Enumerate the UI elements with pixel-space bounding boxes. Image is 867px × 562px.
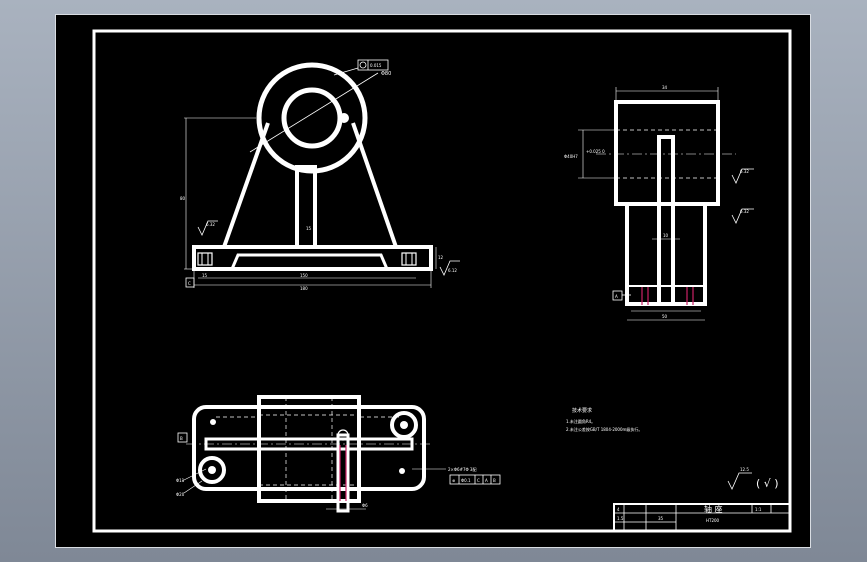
title-row2-mid: 35 [658, 516, 664, 521]
side-datum-label: A [615, 294, 618, 299]
cad-drawing: Φ80 0.015 80 15 6.32 6.12 150 180 C 12 1… [92, 29, 792, 533]
front-flank-left [222, 122, 270, 248]
drawing-viewport[interactable]: Φ80 0.015 80 15 6.32 6.12 150 180 C 12 1… [55, 14, 811, 548]
side-slot-width-label: 10 [663, 233, 669, 238]
general-roughness-paren: ( √ ) [756, 477, 779, 490]
front-dim-outer-label: 180 [300, 286, 308, 291]
front-rib [295, 165, 317, 249]
title-scale: 1:1 [755, 507, 762, 512]
top-hole-right-large [390, 411, 418, 439]
front-roughness-left-label: 6.32 [206, 222, 215, 227]
general-roughness-icon [727, 472, 752, 490]
title-row1-left: 4 [617, 507, 620, 512]
general-roughness-value: 12.5 [740, 467, 749, 472]
top-hole-left-large [198, 456, 226, 484]
top-frame-cell-1: ⊕ [452, 478, 455, 483]
front-diameter-leader [249, 72, 379, 153]
front-base-recess [230, 253, 389, 270]
top-dim-6-label: Φ6 [362, 503, 368, 508]
side-bore-tol: +0.025 0 [586, 149, 605, 154]
title-block-frame [613, 503, 791, 532]
top-hole-left-small [208, 466, 216, 474]
front-datum-label: C [188, 281, 191, 286]
side-roughness-1-label: 6.32 [740, 169, 749, 174]
title-part-name: 轴 座 [704, 504, 723, 514]
title-material: HT200 [706, 518, 720, 523]
side-bore-spec: Φ40H7 [564, 154, 578, 159]
front-tolerance-frame [357, 59, 389, 71]
side-bottom-width-label: 50 [662, 314, 668, 319]
front-hub-outer [256, 62, 368, 174]
title-block-text: 轴 座 1:1 HT200 4 1.5 35 [617, 504, 762, 523]
notes-heading: 技术要求 [572, 407, 592, 414]
front-diameter-label: Φ80 [381, 71, 391, 77]
top-hole-leader [181, 468, 207, 482]
top-hole-leader [183, 480, 203, 494]
top-frame-cell-2: Φ0.1 [461, 478, 471, 483]
top-view [177, 395, 501, 513]
top-hole-small-label: Φ11 [176, 478, 185, 483]
front-bolt-slot-left [197, 252, 213, 266]
side-center-slot [657, 135, 675, 306]
side-datum-box [612, 290, 623, 301]
top-datum-label: B [180, 436, 183, 441]
front-tolerance-value: 0.015 [370, 63, 382, 68]
front-height-dim-label: 80 [180, 196, 186, 201]
top-base-outline [192, 405, 426, 491]
top-frame-cell-4: A [485, 478, 488, 483]
title-row2-left: 1.5 [617, 516, 624, 521]
front-oil-hole [339, 113, 349, 123]
front-rib-label: 15 [306, 226, 312, 231]
drawing-border [92, 29, 792, 533]
general-roughness: 12.5 ( √ ) [727, 467, 779, 490]
front-dim-inner-label: 150 [300, 273, 308, 278]
front-hub-inner [281, 87, 343, 149]
front-bolt-slot-right [401, 252, 417, 266]
front-roughness-right-label: 6.12 [448, 268, 457, 273]
top-view-accents [339, 445, 347, 501]
front-view [184, 59, 460, 288]
notes-line-1: 1.未注圆角R4。 [566, 418, 595, 424]
side-upper-block [614, 100, 720, 206]
front-base-height-label: 12 [438, 255, 444, 260]
side-view [578, 87, 754, 321]
front-view-text: Φ80 0.015 80 15 6.32 6.12 150 180 C 12 1… [180, 63, 457, 291]
top-frame-cell-3: C [477, 478, 480, 483]
front-roughness-left-icon [197, 220, 218, 236]
front-small-dim-label: 15 [202, 273, 208, 278]
top-pin-left [210, 419, 216, 425]
top-hole-large-label: Φ20 [176, 492, 185, 497]
side-roughness-1-icon [731, 168, 754, 184]
front-roughness-right-icon [439, 260, 460, 276]
side-view-accents [641, 287, 694, 305]
top-datum-box [177, 432, 188, 443]
side-roughness-2-icon [731, 208, 754, 224]
side-top-width-label: 34 [662, 85, 668, 90]
top-pin-right [399, 468, 405, 474]
top-frame-cell-5: B [493, 478, 496, 483]
top-slot-head [337, 429, 349, 441]
top-hole-note: 2×Φ6#7Φ 3配 [448, 467, 476, 472]
title-block [613, 503, 791, 532]
notes-line-2: 2.未注公差按GB/T 1804-2000m级执行。 [566, 426, 642, 432]
top-view-text: B Φ11 Φ20 2×Φ6#7Φ 3配 ⊕ Φ0.1 C A B Φ6 [176, 436, 496, 508]
side-roughness-2-label: 6.32 [740, 209, 749, 214]
front-base-plate [192, 245, 433, 271]
side-view-text: 34 Φ40H7 +0.025 0 6.32 6.32 10 50 A [564, 85, 749, 319]
top-slot [336, 433, 350, 513]
front-circularity-icon [359, 61, 367, 69]
front-datum-box [185, 277, 195, 288]
front-tol-leader [333, 67, 359, 76]
top-hole-right-small [400, 421, 408, 429]
technical-notes: 技术要求 1.未注圆角R4。 2.未注公差按GB/T 1804-2000m级执行… [566, 407, 642, 432]
